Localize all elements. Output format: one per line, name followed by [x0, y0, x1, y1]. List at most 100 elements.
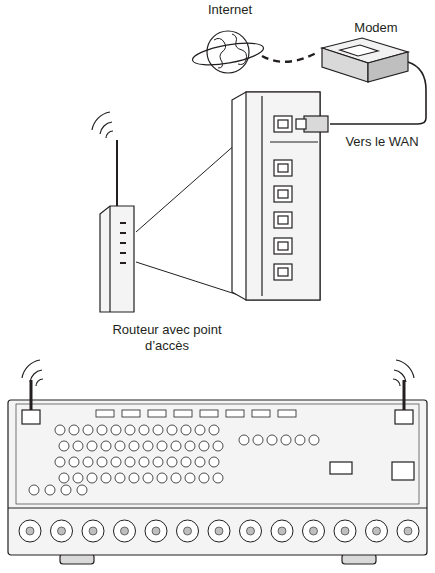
port-inner — [278, 190, 288, 198]
port — [274, 186, 292, 202]
xlr-pin — [26, 527, 34, 535]
xlr-pin — [278, 527, 286, 535]
port-inner — [278, 164, 288, 172]
rca-jack — [73, 441, 83, 451]
xlr-jack — [82, 520, 104, 542]
rca-jack — [157, 473, 167, 483]
rca-jack — [125, 425, 135, 435]
wifi-waves — [22, 112, 414, 386]
av-receiver — [8, 400, 427, 564]
speaker-terminal — [295, 435, 305, 445]
rca-jack — [143, 441, 153, 451]
hdmi-port — [96, 410, 114, 417]
speaker-terminal — [281, 435, 291, 445]
rca-jack — [157, 441, 167, 451]
rca-jack — [199, 441, 209, 451]
rca-jack — [59, 441, 69, 451]
rca-jack — [55, 457, 65, 467]
rca-jack — [181, 457, 191, 467]
receiver-antennas — [22, 380, 413, 424]
xlr-pin — [121, 527, 129, 535]
dashed-link — [262, 52, 318, 62]
xlr-pin — [152, 527, 160, 535]
rca-jack — [69, 425, 79, 435]
modem-label: Modem — [346, 20, 406, 36]
rca-jack — [59, 473, 69, 483]
modem-device — [322, 38, 408, 82]
port-inner — [278, 120, 288, 128]
rca-jack — [153, 425, 163, 435]
hdmi-port — [148, 410, 166, 417]
rca-jack — [171, 441, 181, 451]
wan-cable — [330, 62, 426, 124]
xlr-jack — [177, 520, 199, 542]
rca-jack — [115, 441, 125, 451]
xlr-jack — [334, 520, 356, 542]
rca-jack — [213, 441, 223, 451]
rca-jack — [83, 457, 93, 467]
rca-jack — [111, 457, 121, 467]
xlr-pin — [373, 527, 381, 535]
rca-jack — [87, 441, 97, 451]
rca-jack — [101, 473, 111, 483]
rca-jack — [101, 441, 111, 451]
rca-jack — [87, 473, 97, 483]
xlr-pin — [247, 527, 255, 535]
xlr-pin — [404, 527, 412, 535]
rca-jack — [167, 425, 177, 435]
rca-jack — [209, 425, 219, 435]
port — [274, 116, 292, 132]
port — [274, 238, 292, 254]
jack — [61, 485, 71, 495]
rca-jack — [143, 473, 153, 483]
xlr-jack — [19, 520, 41, 542]
rca-jack — [181, 425, 191, 435]
port-inner — [278, 216, 288, 224]
rca-jack — [209, 457, 219, 467]
rca-jack — [115, 473, 125, 483]
receiver-jacks — [19, 410, 419, 542]
xlr-jack — [145, 520, 167, 542]
jack — [77, 485, 87, 495]
rca-jack — [195, 457, 205, 467]
xlr-pin — [89, 527, 97, 535]
speaker-terminal — [239, 435, 249, 445]
xlr-pin — [310, 527, 318, 535]
hdmi-port — [122, 410, 140, 417]
xlr-jack — [51, 520, 73, 542]
xlr-pin — [58, 527, 66, 535]
port — [274, 212, 292, 228]
xlr-jack — [271, 520, 293, 542]
rca-jack — [139, 425, 149, 435]
rca-jack — [185, 441, 195, 451]
xlr-jack — [366, 520, 388, 542]
lan-ports — [274, 116, 292, 280]
rca-jack — [97, 425, 107, 435]
hdmi-port — [252, 410, 270, 417]
rca-jack — [125, 457, 135, 467]
hdmi-port — [174, 410, 192, 417]
rca-jack — [73, 473, 83, 483]
wan-label: Vers le WAN — [332, 134, 432, 150]
hdmi-port — [278, 410, 296, 417]
hdmi-port — [200, 410, 218, 417]
rca-jack — [55, 425, 65, 435]
internet-label: Internet — [190, 2, 270, 18]
speaker-terminal — [267, 435, 277, 445]
jack — [45, 485, 55, 495]
rca-jack — [129, 441, 139, 451]
xlr-jack — [303, 520, 325, 542]
router-label: Routeur avec point d’accès — [92, 322, 242, 354]
rca-jack — [69, 457, 79, 467]
speaker-terminal — [309, 435, 319, 445]
wan-plug — [296, 116, 328, 132]
rca-jack — [171, 473, 181, 483]
port-inner — [278, 242, 288, 250]
speaker-terminal — [253, 435, 263, 445]
rca-jack — [153, 457, 163, 467]
rca-jack — [111, 425, 121, 435]
rca-jack — [199, 473, 209, 483]
rca-jack — [213, 473, 223, 483]
rca-jack — [167, 457, 177, 467]
